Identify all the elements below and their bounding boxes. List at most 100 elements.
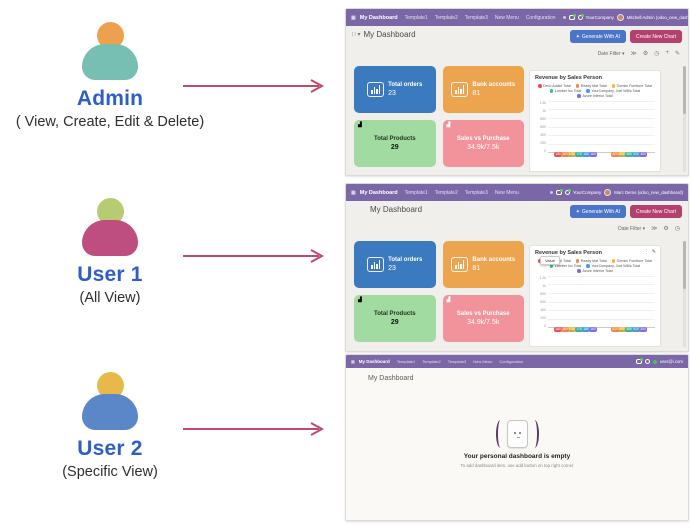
legend-item[interactable]: Azure Interior Total	[577, 269, 613, 273]
app-title[interactable]: My Dashboard	[359, 14, 398, 21]
nav-menu-item[interactable]: Template2	[434, 189, 458, 196]
gridline	[548, 126, 655, 128]
legend-item[interactable]: Gemini Furniture Total	[611, 84, 652, 88]
edit-icon[interactable]: ✎	[651, 249, 656, 255]
y-tick-label: 800	[540, 117, 546, 121]
date-filter-dropdown[interactable]: Date Filter ▾	[597, 50, 625, 57]
nav-menu-item[interactable]: New Menu	[473, 359, 493, 364]
history-icon[interactable]: ◷	[654, 51, 660, 57]
scrollbar[interactable]	[683, 241, 686, 347]
nav-menu-item[interactable]: Template2	[422, 359, 441, 364]
add-icon[interactable]: +	[665, 50, 669, 56]
history-icon[interactable]: ◷	[674, 226, 680, 232]
legend-item[interactable]: YourCompany, Joel Willis Total	[586, 264, 640, 268]
navbar-right: user@i.com	[636, 358, 683, 364]
apps-icon[interactable]: ▦	[351, 14, 356, 21]
activity-icon[interactable]	[564, 189, 571, 195]
gridline	[548, 284, 655, 286]
persona-name: User 2	[77, 437, 143, 460]
nav-menu: Template1 Template2 Template3 New Menu Confi…	[402, 14, 559, 22]
paren-right	[530, 420, 539, 448]
bar-value-label: 400	[618, 152, 626, 157]
revenue-chart-card: Revenue by Sales Person ⋮ ✎ Deco Addict …	[529, 245, 661, 347]
nav-menu-item[interactable]: Template1	[404, 189, 428, 196]
create-chart-button[interactable]: Create New Chart	[629, 30, 682, 43]
avatar[interactable]	[604, 189, 612, 196]
nav-menu: Template1 Template2 Template3 New Menu	[402, 189, 522, 197]
activity-icon[interactable]	[645, 359, 650, 364]
apps-icon[interactable]: ▦	[351, 359, 355, 364]
avatar[interactable]	[616, 14, 624, 21]
company-name[interactable]: YourCompany	[585, 15, 614, 20]
date-filter-dropdown[interactable]: Date Filter ▾	[618, 225, 646, 232]
notification-dot-icon[interactable]	[562, 16, 566, 19]
company-name[interactable]: YourCompany	[572, 190, 602, 195]
nav-menu: Template1 Template2 Template3 New Menu Confi…	[394, 358, 526, 365]
settings-icon[interactable]: ⚙	[663, 226, 669, 232]
legend-item[interactable]: Azure Interior Total	[577, 94, 613, 98]
arrow-admin	[183, 79, 325, 93]
kebab-menu-icon[interactable]: ⋮	[643, 249, 649, 255]
nav-menu-item[interactable]: Configuration	[525, 14, 556, 21]
nav-menu-item[interactable]: Configuration	[499, 359, 524, 364]
nav-menu-item[interactable]: Template1	[404, 14, 428, 21]
scrollbar[interactable]	[683, 66, 686, 172]
arrow-user2	[183, 422, 325, 436]
legend-item[interactable]: Lumber Inc Total	[549, 89, 581, 93]
chart-icon: ▟	[446, 297, 451, 303]
action-buttons: ✦ Generate With AI Create New Chart	[569, 205, 682, 218]
expand-icon[interactable]: ≫	[651, 226, 658, 232]
notification-dot-icon[interactable]	[549, 191, 553, 194]
edit-icon[interactable]: ✎	[674, 51, 680, 57]
persona-permissions: (All View)	[79, 290, 141, 306]
legend-item[interactable]: Ready Mat Total	[575, 84, 607, 88]
user-menu[interactable]: Marc Demo (odoo_new_dashboard)	[614, 190, 683, 195]
expand-icon[interactable]: ≫	[630, 51, 637, 57]
apps-icon[interactable]: ▦	[351, 189, 356, 196]
x-axis-label: Marc Demo	[566, 154, 586, 158]
person-icon	[10, 372, 210, 430]
layout-toggle-icon[interactable]: ∷ ▾	[352, 32, 361, 38]
chat-icon[interactable]	[636, 358, 643, 364]
y-tick-label: 1.2k	[539, 276, 546, 280]
nav-menu-item[interactable]: Template3	[447, 359, 467, 364]
legend-item[interactable]: Deco Addict Total	[538, 84, 571, 88]
nav-menu-item[interactable]: Template2	[434, 14, 458, 21]
nav-menu-item[interactable]: Template3	[464, 189, 488, 196]
legend-item[interactable]: Gemini Furniture Total	[611, 259, 652, 263]
legend-label: Deco Addict Total	[543, 84, 571, 88]
arrow-user1	[183, 249, 325, 263]
nav-menu-item[interactable]: New Menu	[494, 14, 519, 21]
activity-badge	[580, 14, 584, 17]
app-title[interactable]: My Dashboard	[359, 189, 398, 196]
y-tick-label: 0	[544, 324, 546, 328]
chat-icon[interactable]	[568, 14, 576, 20]
legend-item[interactable]: Ready Mat Total	[575, 259, 607, 263]
generate-ai-button[interactable]: ✦ Generate With AI	[569, 30, 626, 43]
nav-menu-item[interactable]: Template3	[464, 14, 488, 21]
persona-name: Admin	[76, 87, 144, 110]
legend-item[interactable]: Lumber Inc Total	[549, 264, 581, 268]
nav-menu-item[interactable]: Template1	[396, 359, 416, 364]
settings-icon[interactable]: ⚙	[642, 51, 649, 57]
activity-icon[interactable]	[577, 14, 584, 20]
bar-value-label: 160	[589, 152, 597, 157]
chat-icon[interactable]	[555, 189, 563, 195]
nav-menu-item[interactable]: New Menu	[494, 189, 519, 196]
user-menu[interactable]: Mitchell Admin (odoo_new_dashboard)	[626, 15, 689, 20]
user-menu[interactable]: user@i.com	[660, 359, 683, 364]
app-title[interactable]: My Dashboard	[358, 359, 390, 364]
legend-tooltip: Value	[540, 256, 560, 265]
generate-ai-button[interactable]: ✦ Generate With AI	[569, 205, 626, 218]
legend-item[interactable]: YourCompany, Joel Willis Total	[586, 89, 640, 93]
create-chart-button[interactable]: Create New Chart	[629, 205, 682, 218]
